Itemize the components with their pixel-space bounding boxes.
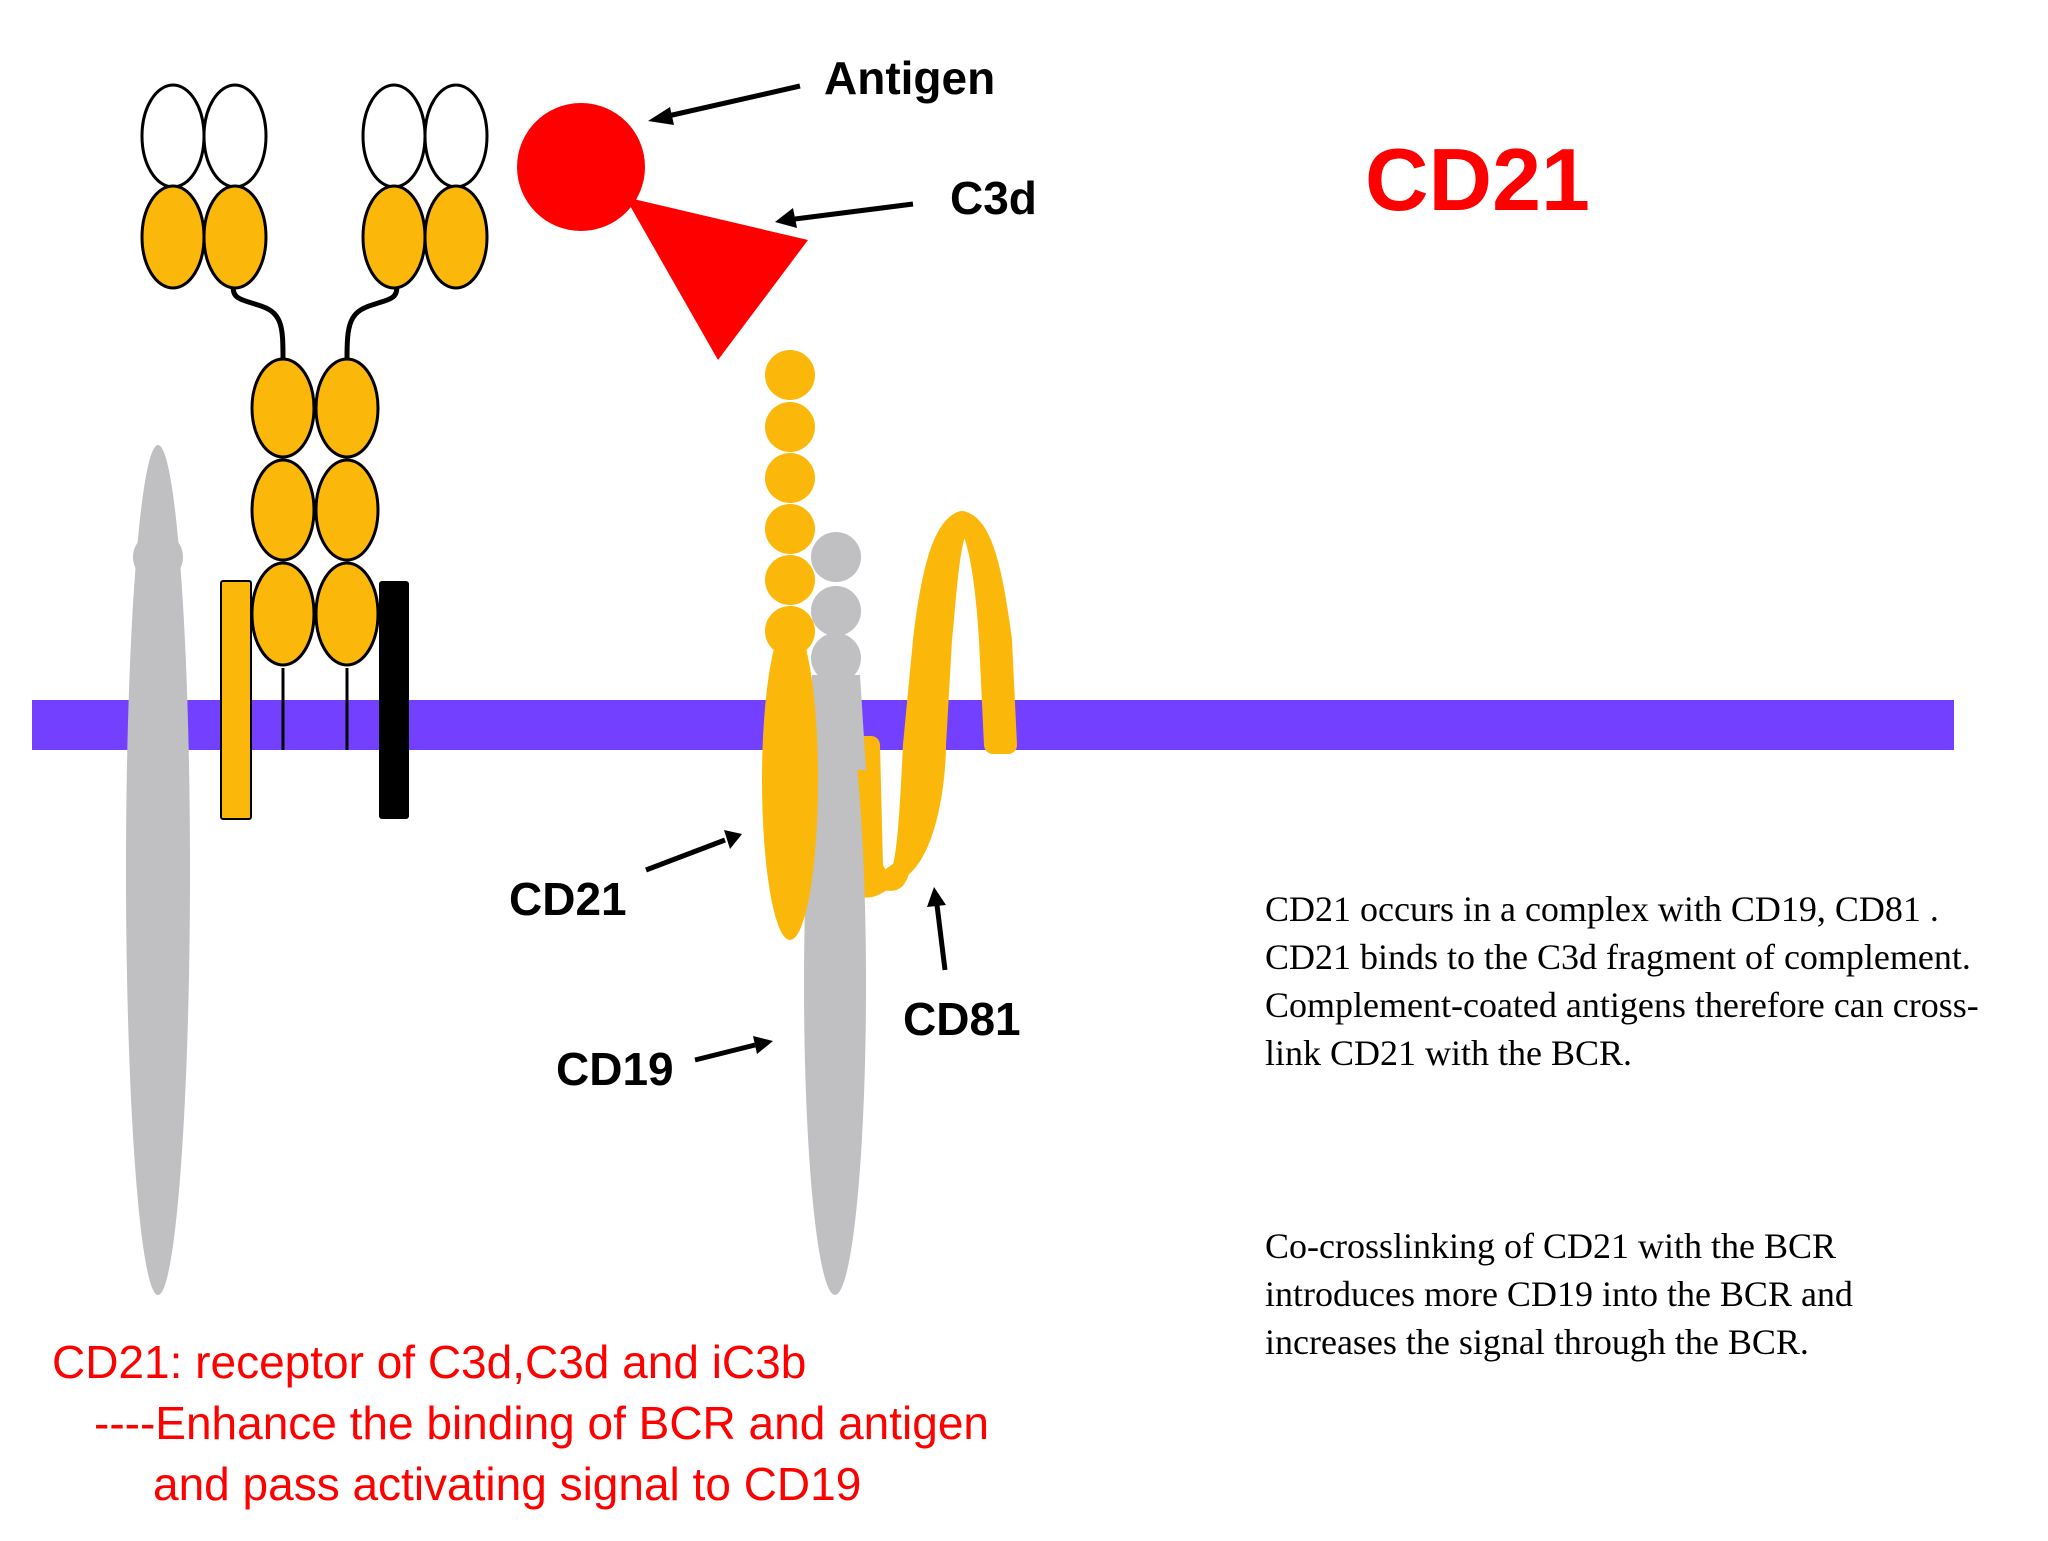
cd21-function-note: CD21: receptor of C3d,C3d and iC3b ----E… bbox=[52, 1332, 989, 1515]
arrow-cd19 bbox=[694, 1042, 756, 1063]
antigen-shape bbox=[517, 103, 645, 231]
cd21-shape bbox=[762, 350, 818, 940]
c3d-label: C3d bbox=[950, 172, 1037, 224]
description-paragraph-1: CD21 occurs in a complex with CD19, CD81… bbox=[1265, 889, 1979, 1073]
note-line-2: ----Enhance the binding of BCR and antig… bbox=[94, 1397, 990, 1449]
cd19-shape bbox=[804, 675, 866, 1295]
arrow-antigen bbox=[667, 83, 801, 119]
cd21-label: CD21 bbox=[509, 873, 627, 925]
grey-coreceptor-left bbox=[126, 445, 190, 1295]
arrow-c3d bbox=[794, 201, 914, 222]
arrow-cd21 bbox=[645, 837, 726, 873]
cd19-head-beads bbox=[811, 532, 861, 683]
arrow-cd81 bbox=[934, 904, 948, 971]
cd81-label: CD81 bbox=[903, 993, 1021, 1045]
page-title: CD21 bbox=[1365, 130, 1590, 229]
cd19-label: CD19 bbox=[556, 1043, 674, 1095]
c3d-shape bbox=[625, 197, 808, 360]
arrows bbox=[645, 83, 948, 1063]
antigen-label: Antigen bbox=[824, 52, 996, 104]
arrowheads bbox=[648, 107, 946, 1054]
note-line-1: CD21: receptor of C3d,C3d and iC3b bbox=[52, 1336, 807, 1388]
note-line-3: and pass activating signal to CD19 bbox=[153, 1458, 862, 1510]
b-cell-receptor bbox=[140, 83, 489, 750]
description-paragraph-2: Co-crosslinking of CD21 with the BCR int… bbox=[1265, 1226, 1853, 1362]
ig-beta-chain bbox=[379, 581, 409, 819]
ig-alpha-chain bbox=[220, 580, 252, 820]
cd81-shape bbox=[849, 511, 1017, 898]
